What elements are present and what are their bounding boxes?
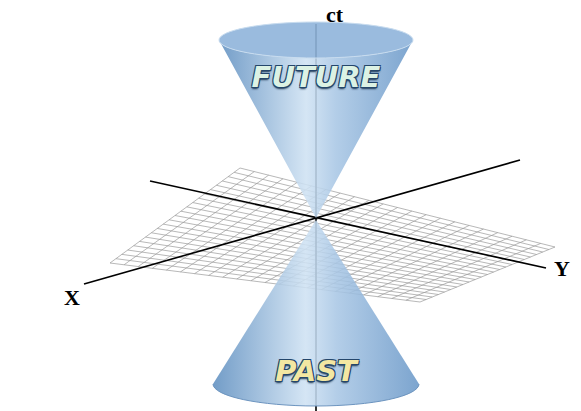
grid-line <box>222 181 536 255</box>
axis-label: ct <box>326 2 343 28</box>
cone-body <box>219 40 413 218</box>
region-label: PAST <box>212 354 420 388</box>
y-axis <box>150 181 546 268</box>
grid-line <box>193 203 506 267</box>
grid-line <box>350 229 484 293</box>
region-label: FUTURE <box>218 60 414 94</box>
cone-rim <box>219 22 413 58</box>
grid-line <box>199 198 512 264</box>
axis-label: X <box>64 285 80 311</box>
grid-line <box>228 177 543 252</box>
future-cone: FUTURE <box>218 20 414 220</box>
past-cone: PAST <box>212 218 420 408</box>
grid-line <box>234 172 549 249</box>
grid-line <box>216 185 530 257</box>
cone-body <box>213 220 419 406</box>
axis-label: Y <box>554 256 570 282</box>
cone-shape <box>218 20 414 220</box>
grid-line <box>187 207 500 270</box>
grid-line <box>335 225 469 291</box>
